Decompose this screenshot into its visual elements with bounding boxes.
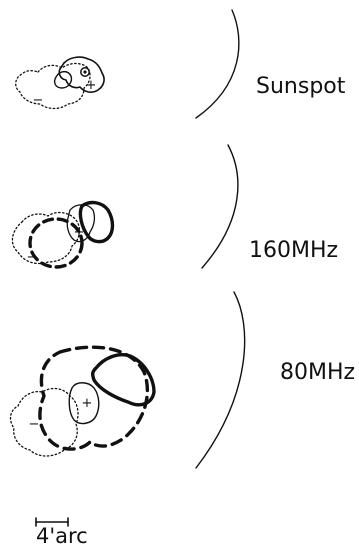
radio-contour-dashed-160mhz	[28, 217, 84, 269]
negative-region-160mhz	[11, 211, 81, 265]
penumbra-lobe	[53, 70, 73, 89]
radio-contour-solid-160mhz	[78, 200, 115, 244]
positive-sign-160mhz: +	[74, 225, 85, 240]
negative-sign-160mhz: −	[27, 250, 38, 265]
radio-contour-dashed-80mhz	[38, 345, 149, 451]
positive-region-160mhz	[66, 204, 96, 243]
positive-sign-sunspot: +	[86, 78, 97, 93]
panel-label-80mhz: 80MHz	[280, 360, 356, 385]
panel-label-160mhz: 160MHz	[249, 238, 339, 263]
negative-sign-sunspot: −	[33, 93, 44, 108]
negative-region-sunspot	[15, 62, 91, 110]
limb-arc-80mhz	[195, 291, 246, 469]
positive-region-80mhz	[68, 382, 100, 425]
negative-region-80mhz	[9, 387, 79, 457]
scale-bar-label: 4'arc	[36, 524, 88, 548]
umbra-ring	[80, 67, 90, 77]
panel-label-sunspot: Sunspot	[256, 74, 346, 99]
limb-arc-sunspot	[195, 9, 240, 119]
limb-arc-160mhz	[201, 144, 239, 269]
spot-group-contour	[58, 56, 105, 93]
umbra-core	[83, 70, 87, 74]
radio-contour-solid-80mhz	[91, 353, 156, 407]
negative-sign-80mhz: −	[29, 417, 40, 432]
positive-sign-80mhz: +	[82, 396, 93, 411]
